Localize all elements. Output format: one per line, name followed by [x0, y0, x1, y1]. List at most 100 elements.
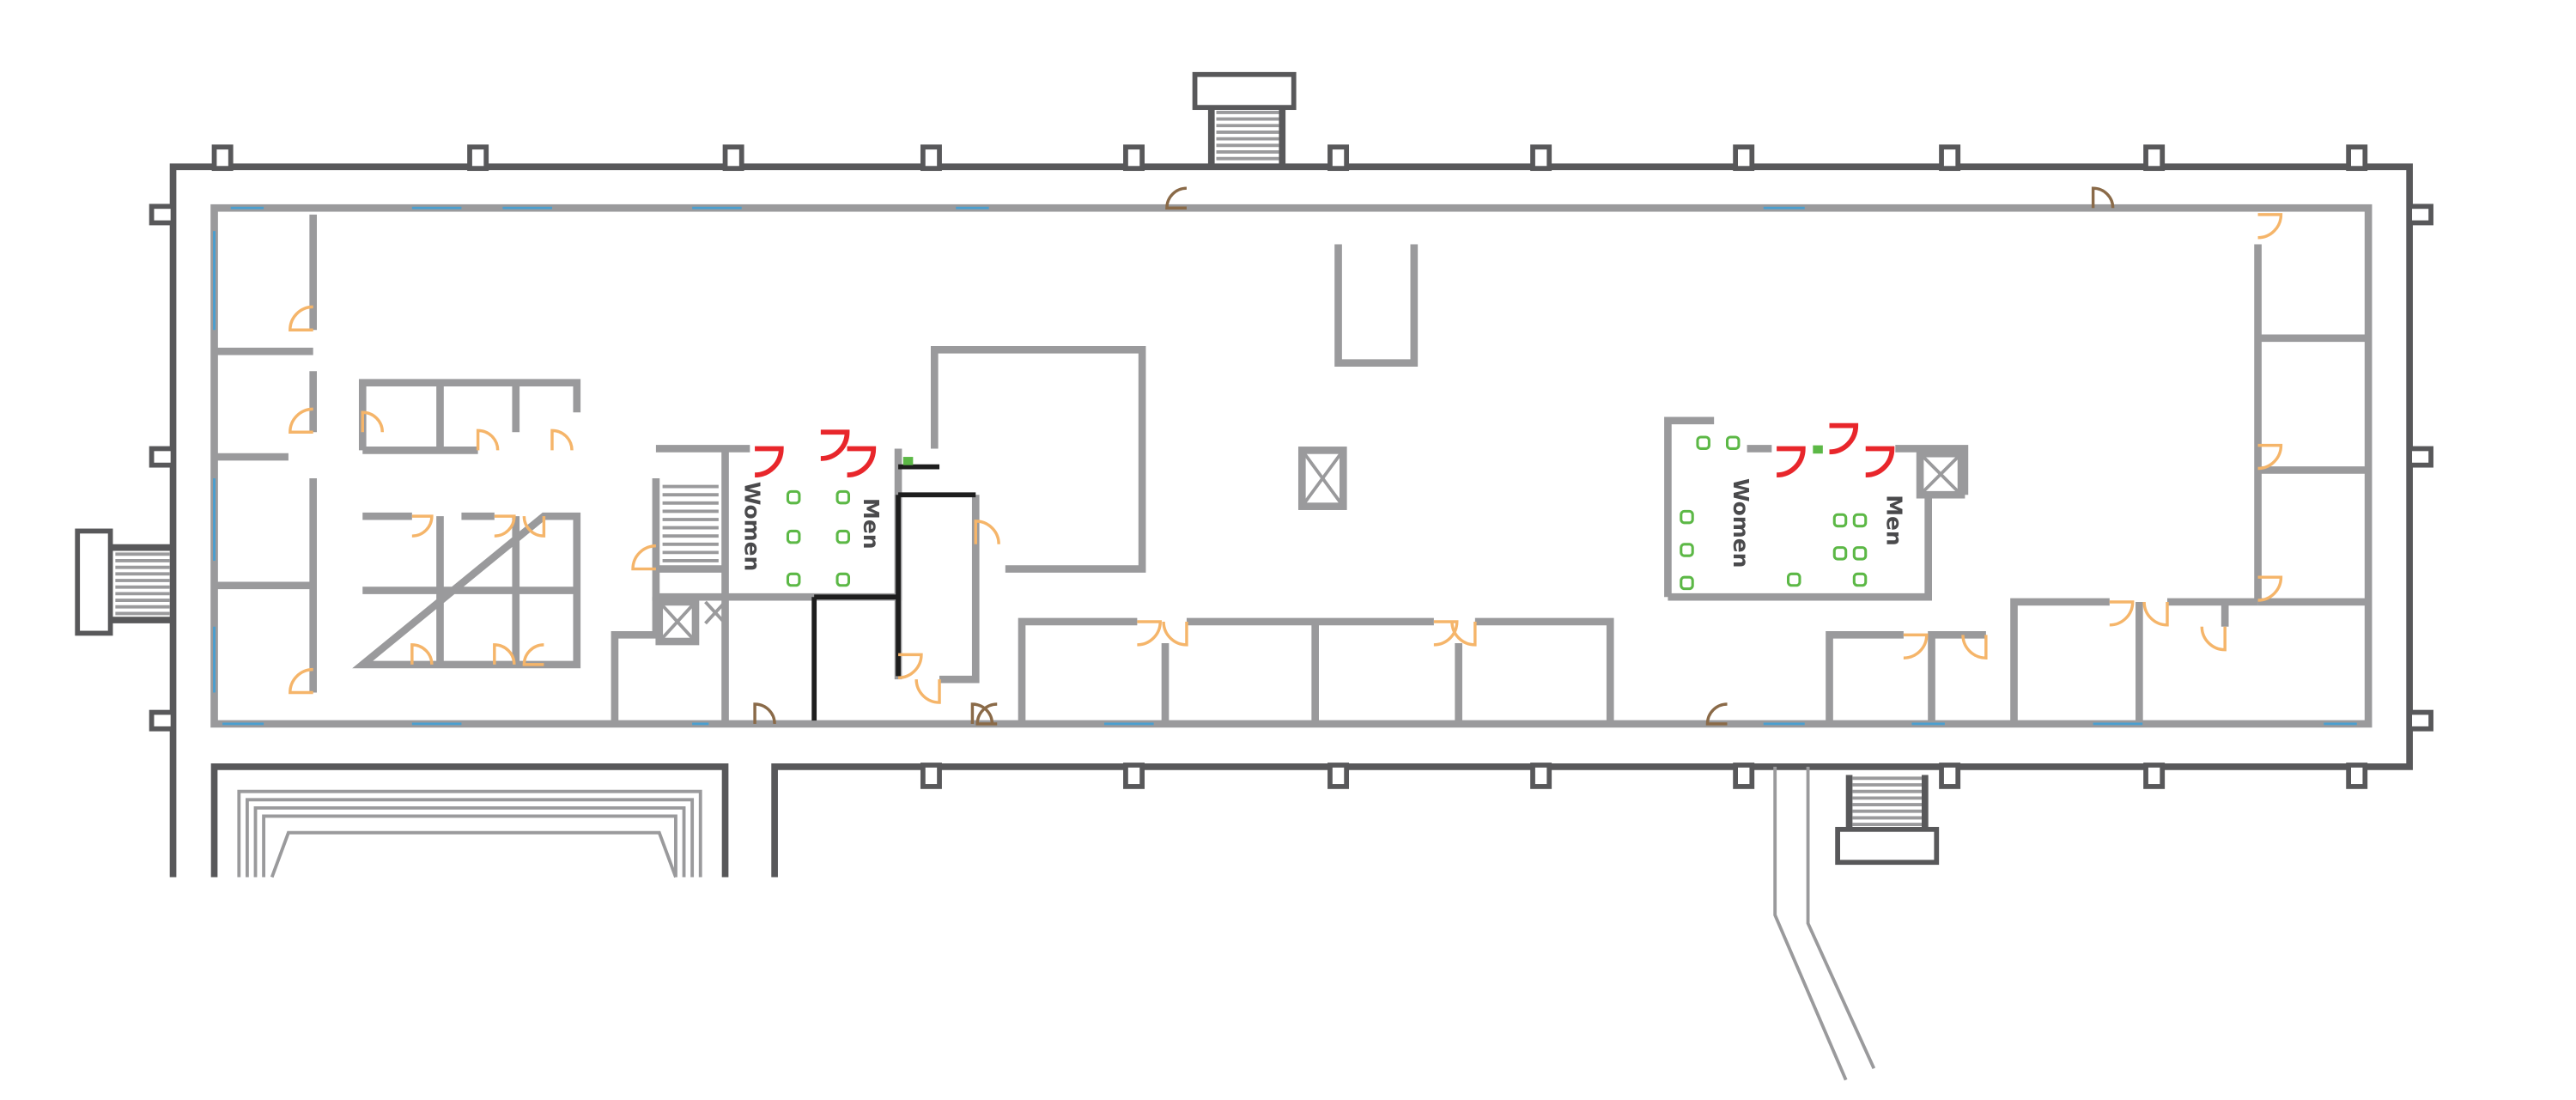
toilet-icon: [835, 572, 851, 587]
toilet-icon: [1725, 435, 1741, 450]
column: [1327, 763, 1350, 789]
toilet-icon: [1696, 435, 1710, 450]
door-swing: [2142, 601, 2169, 627]
fixture-marker: [902, 457, 914, 465]
column: [1327, 144, 1350, 172]
column: [2407, 204, 2433, 226]
stair-west: [75, 528, 173, 636]
fixture-marker: [1813, 445, 1823, 454]
column: [1939, 144, 1961, 172]
door-swing: [494, 514, 516, 538]
door-swing: [289, 667, 313, 695]
door-swing: [1829, 422, 1859, 455]
door-swing: [1433, 620, 1459, 647]
door-swing: [754, 446, 784, 478]
interior-envelope-wall: [210, 204, 2372, 728]
toilet-icon: [786, 489, 801, 505]
column: [1733, 763, 1755, 789]
column: [149, 709, 176, 732]
door-swing: [493, 643, 516, 665]
windows: [213, 206, 2357, 726]
door-swing: [1165, 186, 1188, 210]
elevator-west: [655, 598, 726, 646]
column: [1939, 763, 1961, 789]
column: [1123, 763, 1145, 789]
door-swing: [522, 643, 544, 666]
door-swing: [1450, 621, 1477, 647]
restroom-label-men-east: Men: [1882, 495, 1907, 545]
door-swing: [2257, 443, 2283, 471]
column: [2407, 446, 2433, 468]
toilet-icon: [1680, 543, 1694, 557]
column: [211, 144, 234, 172]
restroom-fixtures: [786, 435, 1868, 591]
toilet-icon: [1852, 546, 1868, 561]
structural-columns: [149, 144, 2433, 789]
doors: [289, 186, 2283, 726]
door-swing: [289, 305, 313, 331]
door-swing: [753, 702, 776, 725]
interior-partitions: [214, 214, 2369, 724]
door-swing: [1865, 446, 1895, 478]
door-swing: [1705, 702, 1728, 726]
toilet-icon: [1852, 513, 1868, 528]
corridor-wall: [811, 464, 976, 721]
column: [149, 204, 176, 226]
stair-north: [1192, 71, 1297, 166]
column: [920, 144, 942, 172]
door-swing: [975, 702, 998, 726]
elevator-east: [1916, 449, 1965, 499]
door-swing: [1961, 635, 1988, 659]
door-swing: [1776, 446, 1806, 478]
column: [2346, 763, 2368, 789]
ramp: [1773, 766, 1876, 1081]
door-swing: [2109, 600, 2135, 627]
stair-southeast: [1835, 775, 1940, 866]
restroom-label-men-west: Men: [859, 498, 884, 549]
door-swing: [2257, 575, 2283, 602]
column: [1733, 144, 1755, 172]
column: [722, 144, 744, 172]
loading-structure: [237, 789, 702, 878]
door-swing: [847, 446, 877, 478]
door-swing: [411, 514, 434, 538]
door-swing: [1903, 633, 1929, 659]
toilet-icon: [786, 572, 801, 587]
column: [2143, 144, 2166, 172]
column: [2346, 144, 2368, 172]
column: [2407, 709, 2433, 732]
door-swing: [550, 428, 574, 451]
exterior-wall: [169, 163, 2413, 878]
toilet-icon: [1832, 513, 1848, 528]
column: [1123, 144, 1145, 172]
restroom-label-women-east: Women: [1728, 478, 1753, 568]
column: [2143, 763, 2166, 789]
door-swing: [410, 643, 434, 665]
column: [1530, 144, 1552, 172]
door-swing: [974, 520, 1000, 544]
door-swing: [361, 410, 385, 433]
door-swing: [820, 429, 850, 461]
toilet-icon: [1680, 509, 1694, 525]
toilet-icon: [1852, 572, 1868, 587]
door-swing: [2257, 213, 2283, 240]
column: [1530, 763, 1552, 789]
door-swing: [631, 544, 657, 571]
door-swing: [1162, 621, 1188, 647]
door-swing: [914, 679, 941, 704]
toilet-icon: [1786, 572, 1801, 587]
stair-core-west: [662, 484, 719, 562]
door-swing: [1137, 620, 1162, 647]
door-swing: [897, 653, 923, 679]
toilet-icon: [1680, 575, 1694, 591]
door-swing: [289, 407, 313, 434]
door-swing: [2091, 186, 2115, 209]
column: [920, 763, 942, 789]
door-swing: [2200, 626, 2227, 652]
restroom-label-women-west: Women: [740, 482, 765, 571]
door-swing: [522, 516, 546, 538]
column: [467, 144, 489, 172]
toilet-icon: [835, 529, 851, 544]
column: [149, 446, 176, 468]
